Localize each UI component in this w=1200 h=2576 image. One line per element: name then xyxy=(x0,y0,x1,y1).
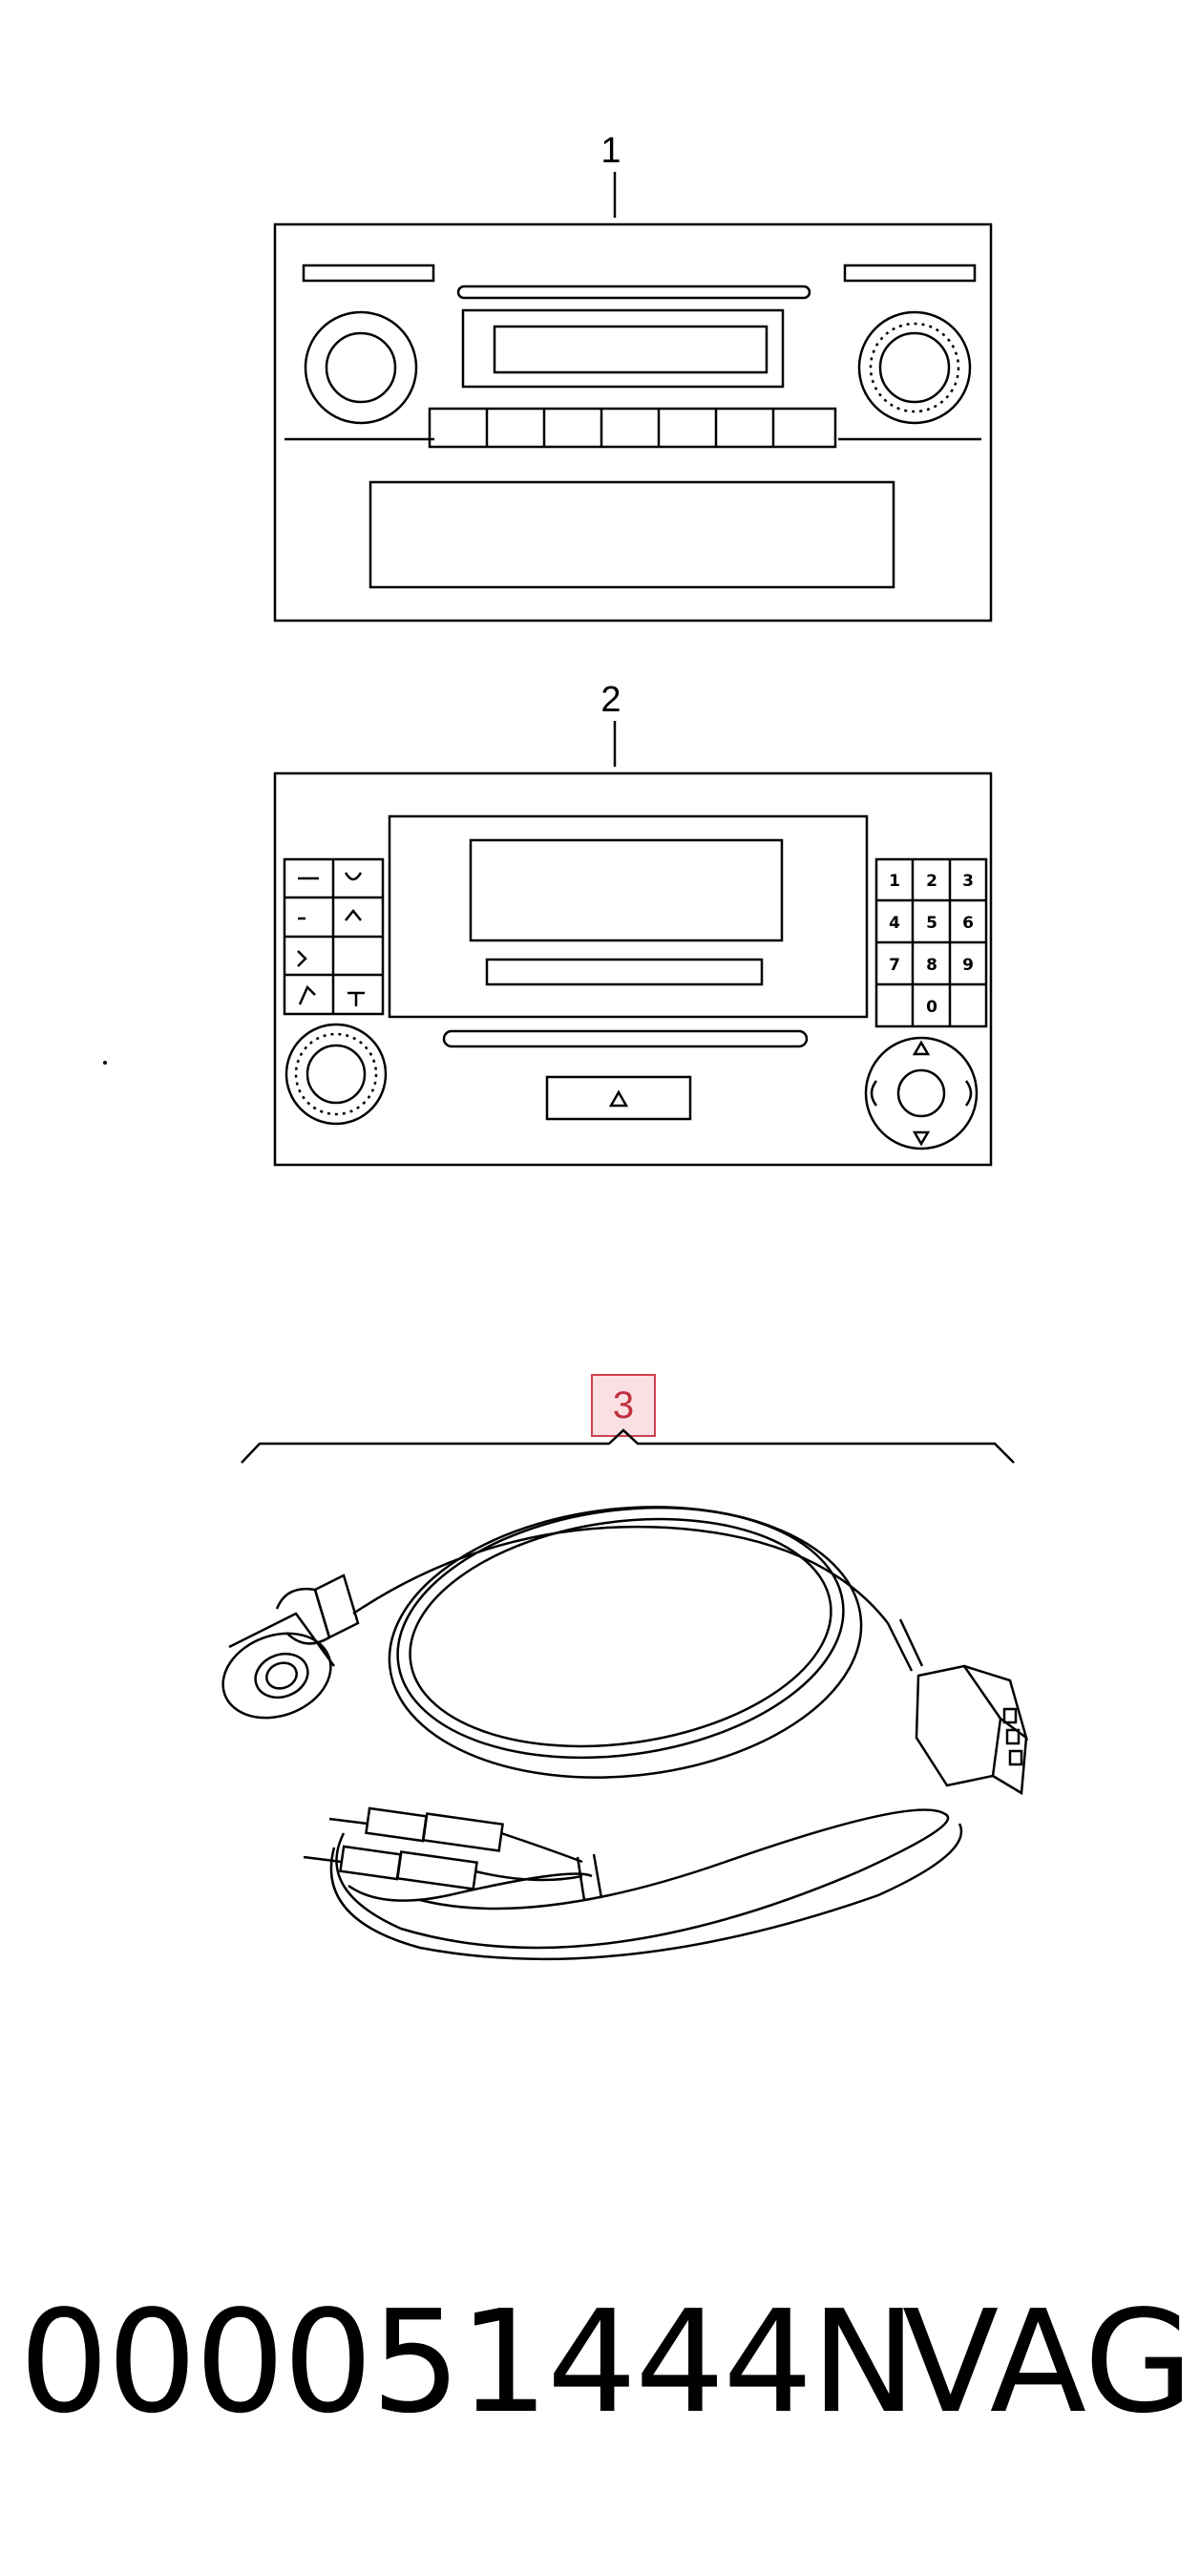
radio-1-left-knob-inner xyxy=(325,331,397,404)
audio-cable-coil xyxy=(329,1808,963,1961)
callout-3: 3 xyxy=(613,1384,634,1426)
callout-2: 2 xyxy=(600,680,621,720)
key-0: 0 xyxy=(926,998,937,1017)
main-cable-coil xyxy=(352,1506,924,1779)
radio-unit-1: 1 xyxy=(273,131,993,623)
radio-1-lower-panel xyxy=(368,480,895,589)
radio-2-left-knob-ring xyxy=(294,1032,378,1116)
radio-2-display-bezel xyxy=(388,814,869,1019)
radio-2-cd-slot xyxy=(442,1029,809,1048)
radio-1-right-knob-inner xyxy=(878,331,951,404)
antenna-connector xyxy=(221,1573,360,1720)
radio-1-display-inner xyxy=(493,325,768,374)
radio-2-nav-joystick xyxy=(864,1036,979,1151)
multi-pin-connector xyxy=(915,1664,1029,1796)
radio-2-faceplate xyxy=(273,771,993,1167)
callout-3-highlight-box xyxy=(591,1374,656,1437)
radio-2-display xyxy=(469,838,784,942)
radio-2-eject-button xyxy=(545,1075,692,1121)
radio-1-cd-slot xyxy=(456,285,811,300)
key-2: 2 xyxy=(926,872,937,891)
radio-1-left-knob-outer xyxy=(304,310,418,425)
radio-unit-2: 2 1 xyxy=(273,680,993,1167)
key-1: 1 xyxy=(889,872,900,891)
brand-label: VAG xyxy=(902,2280,1194,2444)
callout-1: 1 xyxy=(600,131,621,171)
radio-2-function-buttons xyxy=(283,857,385,1016)
radio-2-left-knob-inner xyxy=(305,1044,367,1105)
radio-1-right-slot xyxy=(843,264,977,283)
key-3: 3 xyxy=(962,872,974,891)
radio-2-display-strip xyxy=(485,958,764,986)
radio-1-display-outer xyxy=(461,308,785,389)
key-8: 8 xyxy=(926,956,937,975)
radio-1-right-knob-outer xyxy=(857,310,972,425)
radio-2-left-knob-outer xyxy=(284,1023,388,1126)
radio-1-left-slot xyxy=(302,264,435,283)
key-5: 5 xyxy=(926,914,937,933)
radio-1-preset-buttons xyxy=(428,407,837,449)
part-number-label: 000051444N xyxy=(19,2280,916,2444)
cable-adapter-set-3: 3 xyxy=(221,1374,1029,1961)
key-7: 7 xyxy=(889,956,900,975)
key-6: 6 xyxy=(962,914,974,933)
key-9: 9 xyxy=(962,956,974,975)
audio-jack-1 xyxy=(328,1806,583,1864)
key-4: 4 xyxy=(889,914,900,933)
radio-1-right-knob-ring xyxy=(869,322,960,413)
stray-mark xyxy=(103,1061,107,1065)
grouping-bracket xyxy=(241,1428,1015,1464)
audio-jack-2 xyxy=(303,1845,583,1890)
radio-2-keypad: 1 2 3 4 5 6 7 8 9 0 xyxy=(874,857,988,1028)
eject-icon xyxy=(608,1089,629,1108)
radio-1-faceplate xyxy=(273,222,993,623)
